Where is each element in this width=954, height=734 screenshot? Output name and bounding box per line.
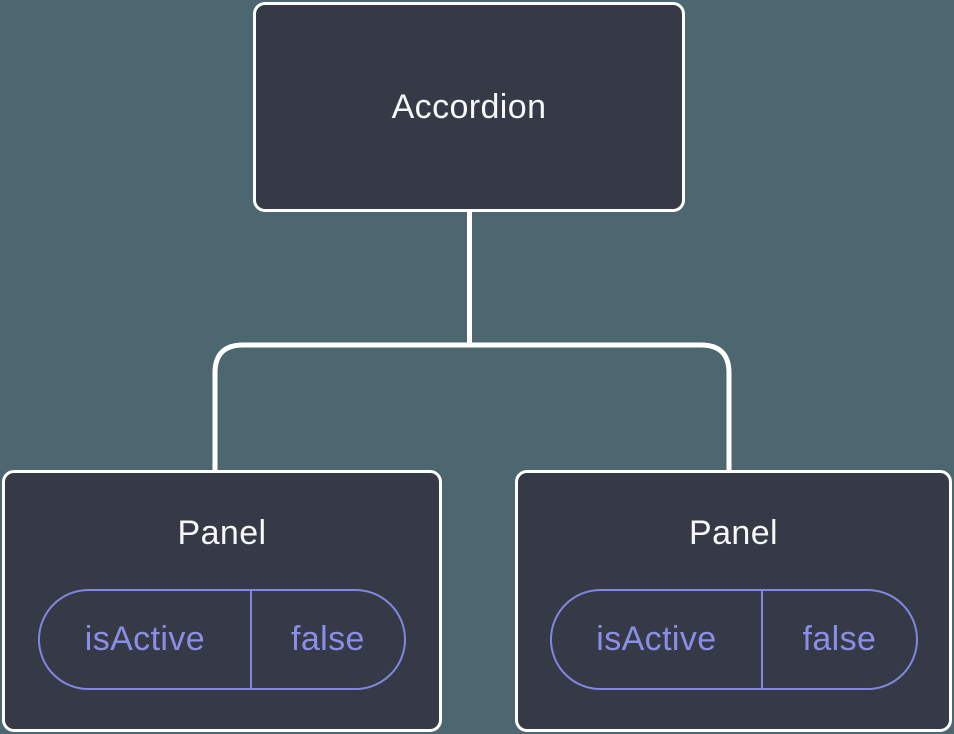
panel-right-prop-value: false: [802, 620, 877, 658]
panel-right-state-pill: isActive false: [549, 589, 918, 690]
panel-left-label: Panel: [177, 514, 267, 552]
panel-right-prop-name: isActive: [552, 591, 764, 688]
panel-right-label: Panel: [689, 514, 778, 552]
accordion-node-label: Accordion: [391, 87, 547, 126]
connector-branch-bracket: [212, 342, 732, 473]
tree-node-panel-right: Panel isActive false: [515, 470, 952, 732]
tree-node-panel-left: Panel isActive false: [2, 470, 442, 732]
tree-node-accordion: Accordion: [253, 2, 685, 212]
panel-left-prop-name: isActive: [40, 591, 252, 688]
panel-left-prop-value: false: [291, 620, 365, 658]
panel-left-state-pill: isActive false: [38, 589, 406, 690]
